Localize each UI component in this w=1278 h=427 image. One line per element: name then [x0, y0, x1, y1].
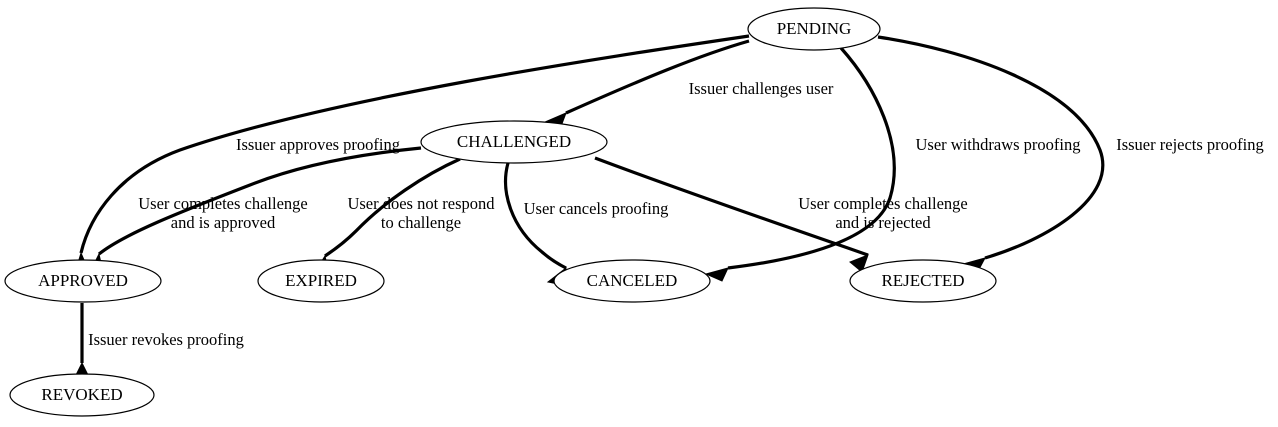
edge-label-pending-rejected: Issuer rejects proofing: [1116, 135, 1264, 154]
edge-label-line: Issuer rejects proofing: [1116, 135, 1264, 154]
edge-label-line: Issuer revokes proofing: [88, 330, 244, 349]
node-ellipse-pending[interactable]: [747, 7, 881, 51]
node-label-canceled: CANCELED: [587, 271, 678, 290]
edge-line-challenged-canceled: [504, 162, 567, 270]
arrowhead-pending-canceled: [704, 267, 729, 282]
arrowhead-approved-revoked: [75, 361, 89, 376]
node-rejected[interactable]: REJECTED: [849, 259, 997, 303]
edge-pending-rejected: [877, 35, 1105, 274]
node-ellipse-challenged[interactable]: [420, 120, 608, 164]
edge-challenged-canceled: [504, 162, 567, 286]
node-ellipse-expired[interactable]: [257, 259, 385, 303]
node-label-expired: EXPIRED: [285, 271, 357, 290]
node-expired[interactable]: EXPIRED: [257, 259, 385, 303]
nodes-layer: PENDING CHALLENGED APPROVED EXPIRED CANCELED…: [4, 7, 997, 417]
node-label-pending: PENDING: [777, 19, 852, 38]
node-challenged[interactable]: CHALLENGED: [420, 120, 608, 164]
edge-line-challenged-expired: [324, 157, 461, 258]
node-label-rejected: REJECTED: [881, 271, 964, 290]
node-label-challenged: CHALLENGED: [457, 132, 571, 151]
node-label-approved: APPROVED: [38, 271, 128, 290]
node-approved[interactable]: APPROVED: [4, 259, 162, 303]
node-pending[interactable]: PENDING: [747, 7, 881, 51]
edge-label-line: to challenge: [381, 213, 461, 232]
arrowhead-challenged-rejected: [849, 254, 869, 273]
edge-label-line: Issuer challenges user: [689, 79, 834, 98]
node-revoked[interactable]: REVOKED: [9, 373, 155, 417]
edge-line-pending-approved: [79, 34, 750, 254]
edge-line-pending-canceled: [727, 46, 896, 270]
edge-label-line: User does not respond: [347, 194, 495, 213]
edge-pending-canceled: [704, 46, 896, 282]
node-ellipse-revoked[interactable]: [9, 373, 155, 417]
edge-label-line: and is rejected: [835, 213, 931, 232]
edge-label-line: User completes challenge: [798, 194, 968, 213]
edge-label-line: Issuer approves proofing: [236, 135, 400, 154]
node-ellipse-approved[interactable]: [4, 259, 162, 303]
edge-label-line: User cancels proofing: [524, 199, 669, 218]
edge-label-challenged-canceled: User cancels proofing: [524, 199, 669, 218]
edge-line-pending-rejected: [877, 35, 1105, 260]
edge-line-pending-challenged: [565, 39, 750, 115]
edge-challenged-rejected: [594, 156, 869, 273]
edge-label-pending-approved: Issuer approves proofing: [236, 135, 400, 154]
edge-label-line: User withdraws proofing: [916, 135, 1081, 154]
edge-label-pending-canceled: User withdraws proofing: [916, 135, 1081, 154]
node-canceled[interactable]: CANCELED: [553, 259, 711, 303]
edge-line-challenged-approved: [98, 146, 422, 256]
node-ellipse-rejected[interactable]: [849, 259, 997, 303]
node-label-revoked: REVOKED: [41, 385, 122, 404]
edge-approved-revoked: [75, 303, 89, 376]
edge-label-approved-revoked: Issuer revokes proofing: [88, 330, 244, 349]
edge-pending-approved: [73, 34, 750, 277]
edge-label-line: and is approved: [171, 213, 276, 232]
edge-line-challenged-rejected: [594, 156, 869, 257]
edge-label-pending-challenged: Issuer challenges user: [689, 79, 834, 98]
node-ellipse-canceled[interactable]: [553, 259, 711, 303]
edge-label-line: User completes challenge: [138, 194, 308, 213]
